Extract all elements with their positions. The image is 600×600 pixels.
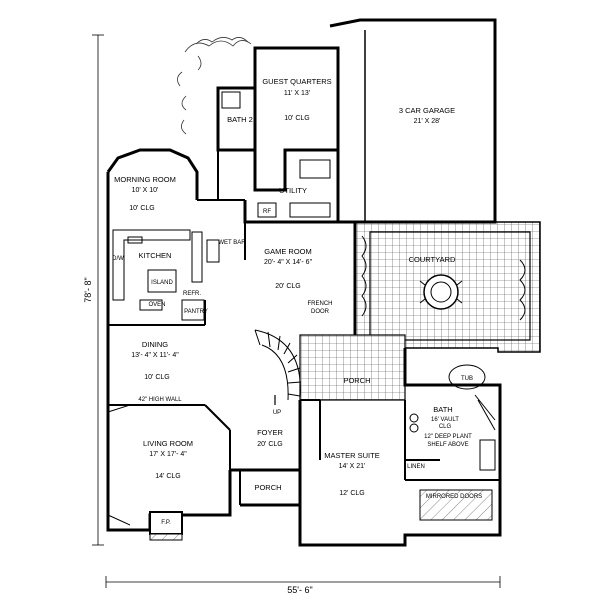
kitchen-island	[147, 269, 177, 293]
kitchen-island-label: ISLAND	[151, 280, 173, 286]
porch-top-area	[299, 334, 406, 401]
fountain-icon	[423, 274, 459, 310]
sink-icon	[127, 236, 143, 244]
width-dimension: 55'- 6"	[287, 585, 312, 595]
dining-label: DINING	[142, 340, 168, 349]
master-suite-label: MASTER SUITE	[324, 451, 379, 460]
guest-quarters-ceiling: 10' CLG	[284, 115, 309, 122]
guest-quarters-label: GUEST QUARTERS	[262, 77, 331, 86]
utility-label: UTILITY	[279, 186, 307, 195]
dishwasher-label: D/W	[112, 256, 124, 262]
exterior-walls	[106, 18, 502, 547]
tub-icon	[221, 91, 241, 109]
master-bath-ceiling-1: 16' VAULT	[431, 417, 459, 423]
porch-top-label: PORCH	[343, 376, 370, 385]
high-wall-label: 42" HIGH WALL	[138, 397, 182, 403]
courtyard-label: COURTYARD	[409, 255, 456, 264]
room-labels: GUEST QUARTERS 11' X 13' 10' CLG BATH 2 …	[112, 77, 482, 526]
living-room-label: LIVING ROOM	[143, 439, 193, 448]
game-room-size: 20'- 4" X 14'- 6"	[264, 259, 313, 266]
garage-label: 3 CAR GARAGE	[399, 106, 455, 115]
morning-room-size: 10' X 10'	[132, 187, 159, 194]
plant-shelf-label-1: 12" DEEP PLANT	[424, 434, 472, 440]
master-bath-ceiling-2: CLG	[439, 424, 452, 430]
game-room-label: GAME ROOM	[264, 247, 312, 256]
fireplace-label: F.P.	[161, 520, 171, 526]
dining-ceiling: 10' CLG	[144, 374, 169, 381]
garage-size: 21' X 28'	[414, 118, 441, 125]
bath2-label: BATH 2	[227, 115, 253, 124]
tub-label: TUB	[461, 376, 473, 382]
guest-quarters-size: 11' X 13'	[284, 90, 310, 97]
landscape-shrubs	[177, 37, 252, 135]
game-room-ceiling: 20' CLG	[275, 283, 300, 290]
morning-room-ceiling: 10' CLG	[129, 205, 154, 212]
french-door-label-1: FRENCH	[308, 301, 333, 307]
refrigerator-label: REFR.	[183, 291, 201, 297]
living-room-size: 17' X 17'- 4"	[149, 451, 187, 458]
porch-bottom-label: PORCH	[254, 483, 281, 492]
foyer-label: FOYER	[257, 428, 283, 437]
living-bay	[107, 404, 131, 526]
master-suite-ceiling: 12' CLG	[339, 490, 364, 497]
rf-label: RF	[263, 209, 271, 215]
master-bath-fixtures	[409, 364, 496, 521]
dining-size: 13'- 4" X 11'- 4"	[131, 352, 179, 359]
french-door-label-2: DOOR	[311, 309, 330, 315]
pantry-label: PANTRY	[184, 309, 208, 315]
master-suite-size: 14' X 21'	[339, 463, 366, 470]
foyer-ceiling: 20' CLG	[257, 441, 282, 448]
kitchen-label: KITCHEN	[139, 251, 172, 260]
interior-walls	[108, 150, 500, 505]
utility-fixtures	[257, 159, 331, 218]
stair-icon	[254, 329, 302, 405]
master-bath-label: BATH	[433, 405, 452, 414]
stair-up-label: UP	[273, 410, 281, 416]
oven-label: OVEN	[148, 302, 165, 308]
mirrored-doors-label: MIRRORED DOORS	[426, 494, 482, 500]
wet-bar-label: WET BAR	[218, 240, 246, 246]
kitchen-fixtures	[112, 229, 220, 321]
tub-icon	[448, 364, 486, 390]
height-dimension: 78'- 8"	[83, 277, 93, 302]
dimension-lines	[92, 34, 501, 588]
linen-label: LINEN	[407, 464, 425, 470]
living-room-ceiling: 14' CLG	[155, 473, 180, 480]
plant-shelf-label-2: SHELF ABOVE	[427, 442, 468, 448]
morning-room-label: MORNING ROOM	[114, 175, 176, 184]
